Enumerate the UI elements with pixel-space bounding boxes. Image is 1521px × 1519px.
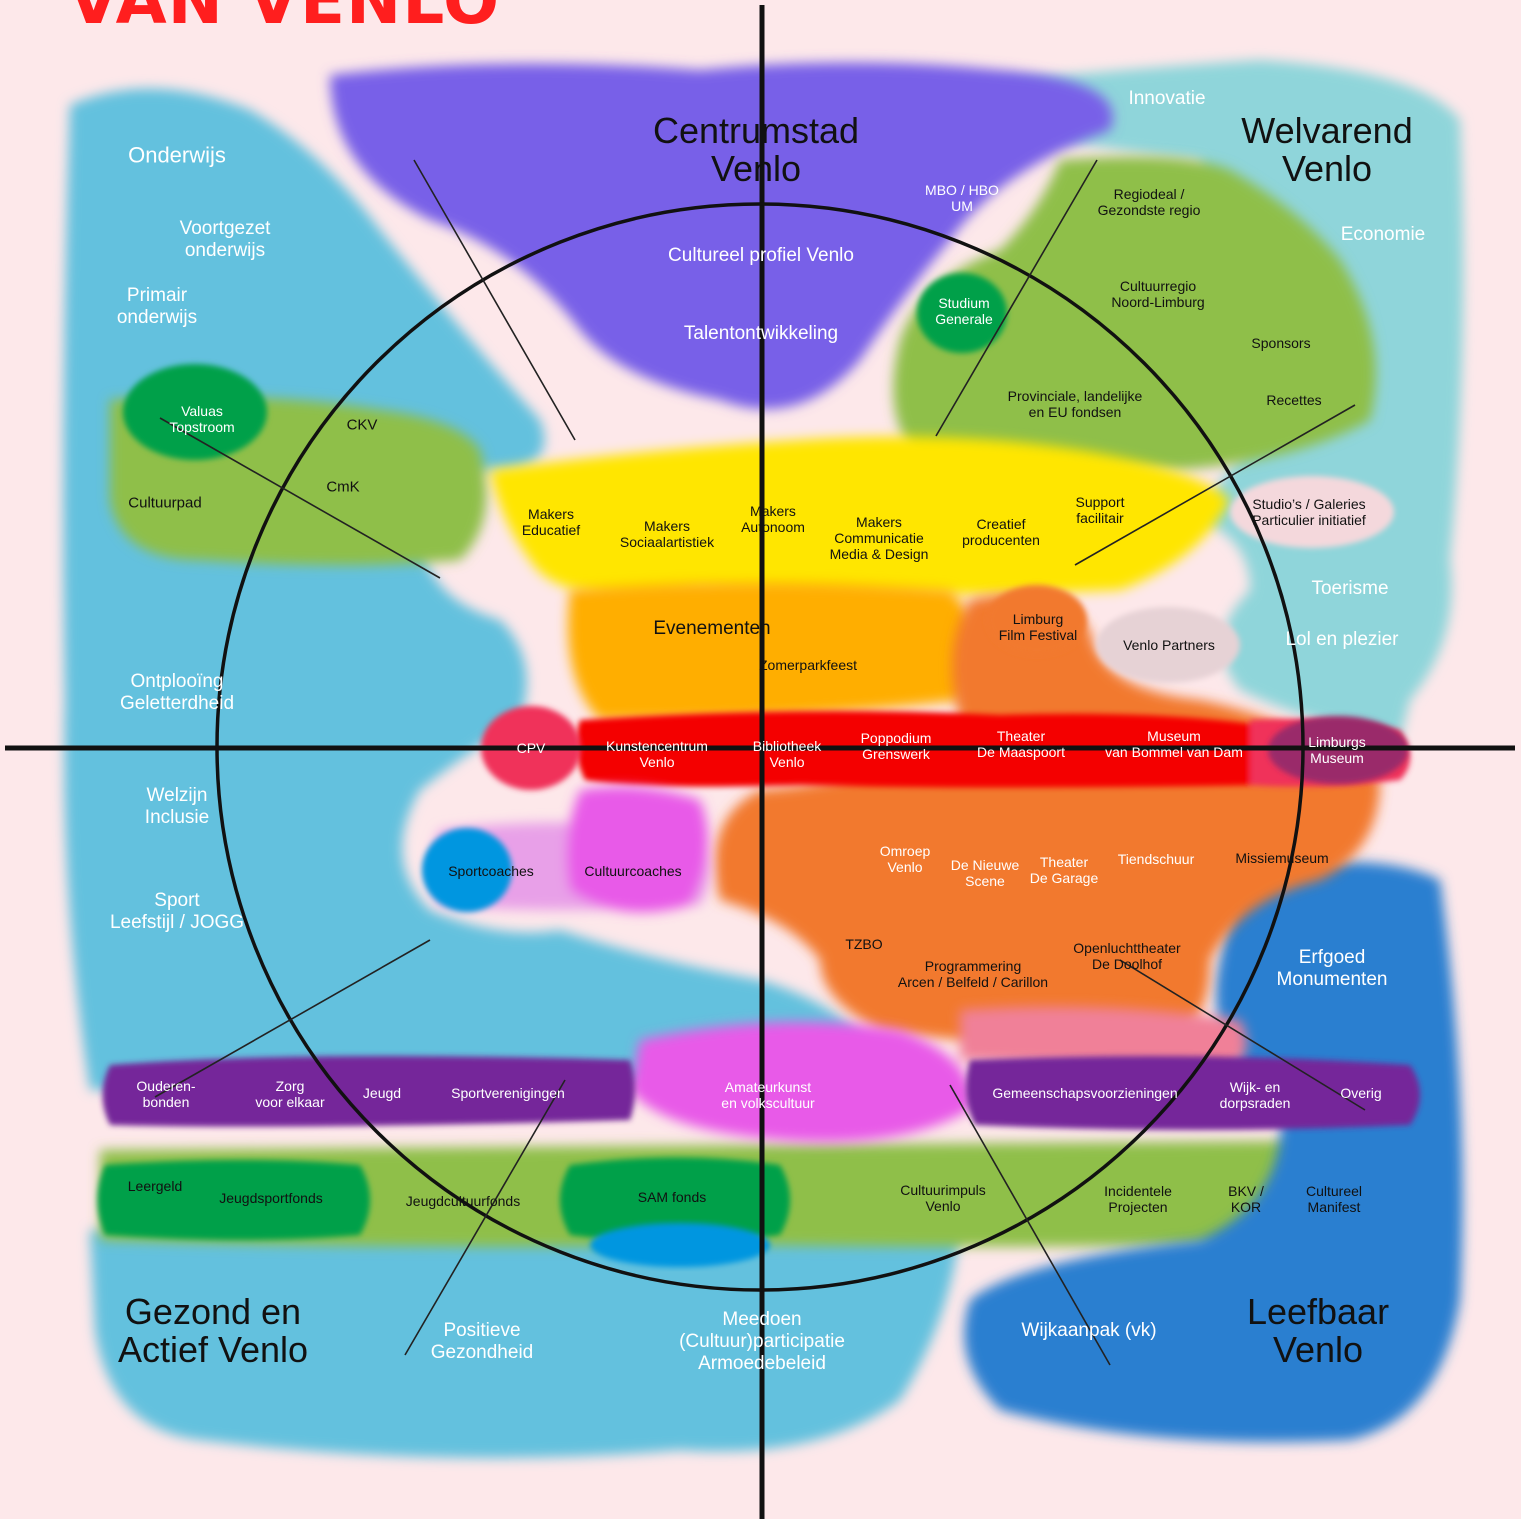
label-jeugdsportfonds: Jeugdsportfonds bbox=[219, 1189, 323, 1206]
label-missiemuseum: Missiemuseum bbox=[1235, 849, 1329, 866]
quadrant-welvarend: Welvarend Venlo bbox=[1241, 110, 1413, 189]
label-museum-vbvd: Museum van Bommel van Dam bbox=[1105, 727, 1243, 760]
label-theater-garage: Theater De Garage bbox=[1029, 853, 1099, 886]
label-amateurkunst: Amateurkunst en volkscultuur bbox=[721, 1078, 815, 1111]
centrumstad-region bbox=[330, 62, 1113, 409]
makers-band bbox=[490, 436, 1230, 596]
label-wijkraden: Wijk- en dorpsraden bbox=[1219, 1078, 1291, 1111]
label-sponsors: Sponsors bbox=[1251, 334, 1311, 351]
onderwijs-region bbox=[63, 88, 960, 1458]
welvarend-region bbox=[920, 60, 1464, 740]
label-kunstencentrum: Kunstencentrum Venlo bbox=[606, 737, 708, 770]
label-recettes: Recettes bbox=[1266, 391, 1322, 408]
label-bibliotheek: Bibliotheek Venlo bbox=[752, 737, 822, 770]
label-limburgs-museum: Limburgs Museum bbox=[1308, 733, 1366, 766]
fondsen-band bbox=[97, 273, 1007, 1243]
label-overig: Overig bbox=[1340, 1084, 1382, 1101]
label-welzijn: Welzijn Inclusie bbox=[144, 785, 210, 828]
label-tiendschuur: Tiendschuur bbox=[1117, 850, 1195, 867]
quadrant-leefbaar: Leefbaar Venlo bbox=[1246, 1291, 1390, 1370]
label-sportcoaches: Sportcoaches bbox=[448, 862, 534, 879]
label-mbo: MBO / HBO UM bbox=[925, 181, 999, 214]
label-leergeld: Leergeld bbox=[127, 1177, 183, 1194]
label-primair: Primair onderwijs bbox=[116, 285, 198, 328]
leefbaar-region bbox=[964, 862, 1463, 1442]
label-poppodium: Poppodium Grenswerk bbox=[860, 729, 932, 762]
evenementen-region bbox=[568, 582, 978, 720]
label-studios: Studio’s / Galeries Particulier initiati… bbox=[1252, 495, 1366, 528]
label-support-facilitair: Support facilitair bbox=[1075, 493, 1125, 526]
label-sportverenigingen: Sportverenigingen bbox=[451, 1084, 565, 1101]
label-film-festival: Limburg Film Festival bbox=[998, 610, 1078, 643]
label-gemeenschap: Gemeenschapsvoorzieningen bbox=[992, 1084, 1178, 1101]
label-sam-fonds: SAM fonds bbox=[637, 1188, 707, 1205]
label-cultuurpad: Cultuurpad bbox=[128, 494, 202, 512]
label-jeugd: Jeugd bbox=[362, 1084, 402, 1101]
label-sport: Sport Leefstijl / JOGG bbox=[109, 890, 245, 933]
label-toerisme: Toerisme bbox=[1311, 578, 1389, 600]
label-zorg: Zorg voor elkaar bbox=[255, 1077, 325, 1110]
label-cultuurimpuls: Cultuurimpuls Venlo bbox=[900, 1181, 986, 1214]
label-innovatie: Innovatie bbox=[1128, 88, 1206, 110]
central-circle bbox=[215, 202, 1305, 1292]
label-makers-sociaalartistiek: Makers Sociaalartistiek bbox=[619, 517, 715, 550]
label-makers-educatief: Makers Educatief bbox=[521, 505, 581, 538]
label-voortgezet: Voortgezet onderwijs bbox=[179, 218, 271, 261]
label-jeugdcultuurfonds: Jeugdcultuurfonds bbox=[405, 1192, 521, 1209]
label-venlo-partners: Venlo Partners bbox=[1123, 636, 1215, 653]
label-programmering: Programmering Arcen / Belfeld / Carillon bbox=[897, 957, 1049, 990]
quadrant-centrumstad: Centrumstad Venlo bbox=[652, 110, 860, 189]
label-studium: Studium Generale bbox=[935, 294, 993, 327]
label-ontplooiing: Ontplooïng Geletterdheid bbox=[119, 671, 235, 714]
label-ouderenbonden: Ouderen- bonden bbox=[136, 1077, 196, 1110]
label-valuas: Valuas Topstroom bbox=[169, 402, 235, 435]
label-cpv: CPV bbox=[516, 739, 546, 756]
label-makers-autonoom: Makers Autonoom bbox=[741, 502, 805, 535]
label-cultuurregio: Cultuurregio Noord-Limburg bbox=[1111, 277, 1205, 310]
label-regiodeal: Regiodeal / Gezondste regio bbox=[1097, 185, 1201, 218]
label-tzbo: TZBO bbox=[845, 935, 883, 952]
label-positieve: Positieve Gezondheid bbox=[430, 1320, 534, 1363]
small-blobs bbox=[422, 476, 1408, 1267]
label-omroep: Omroep Venlo bbox=[879, 842, 931, 875]
fondsen-region bbox=[100, 156, 1400, 1247]
label-cultureel-profiel: Cultureel profiel Venlo bbox=[668, 245, 854, 267]
podia-region bbox=[715, 594, 1380, 1044]
label-onderwijs: Onderwijs bbox=[128, 142, 226, 168]
label-incidentele: Incidentele Projecten bbox=[1104, 1182, 1172, 1215]
label-theater-maaspoort: Theater De Maaspoort bbox=[977, 727, 1065, 760]
label-cmk: CmK bbox=[326, 478, 360, 496]
label-cultuurcoaches: Cultuurcoaches bbox=[584, 862, 682, 879]
label-fondsen: Provinciale, landelijke en EU fondsen bbox=[1007, 387, 1143, 420]
label-erfgoed: Erfgoed Monumenten bbox=[1276, 947, 1388, 990]
label-cultureel-manifest: Cultureel Manifest bbox=[1305, 1182, 1363, 1215]
label-economie: Economie bbox=[1340, 224, 1426, 246]
label-lol: Lol en plezier bbox=[1285, 629, 1399, 651]
page-title: VAN VENLO bbox=[68, 0, 501, 39]
label-evenementen: Evenementen bbox=[653, 618, 771, 640]
label-wijkaanpak: Wijkaanpak (vk) bbox=[1021, 1320, 1157, 1342]
label-creatief-producenten: Creatief producenten bbox=[962, 515, 1040, 548]
label-ckv: CKV bbox=[346, 416, 378, 434]
label-talentontwikkeling: Talentontwikkeling bbox=[683, 323, 839, 345]
label-zomerparkfeest: Zomerparkfeest bbox=[758, 656, 858, 673]
label-nieuwe-scene: De Nieuwe Scene bbox=[950, 856, 1020, 889]
label-makers-communicatie: Makers Communicatie Media & Design bbox=[829, 513, 929, 563]
diagonal-lines bbox=[154, 159, 1366, 1366]
quadrant-gezond: Gezond en Actief Venlo bbox=[117, 1291, 309, 1370]
label-meedoen: Meedoen (Cultuur)participatie Armoedebel… bbox=[679, 1309, 845, 1374]
axes bbox=[5, 5, 1515, 1519]
label-openluchttheater: Openluchttheater De Doolhof bbox=[1073, 939, 1181, 972]
label-bkv: BKV / KOR bbox=[1228, 1182, 1264, 1215]
